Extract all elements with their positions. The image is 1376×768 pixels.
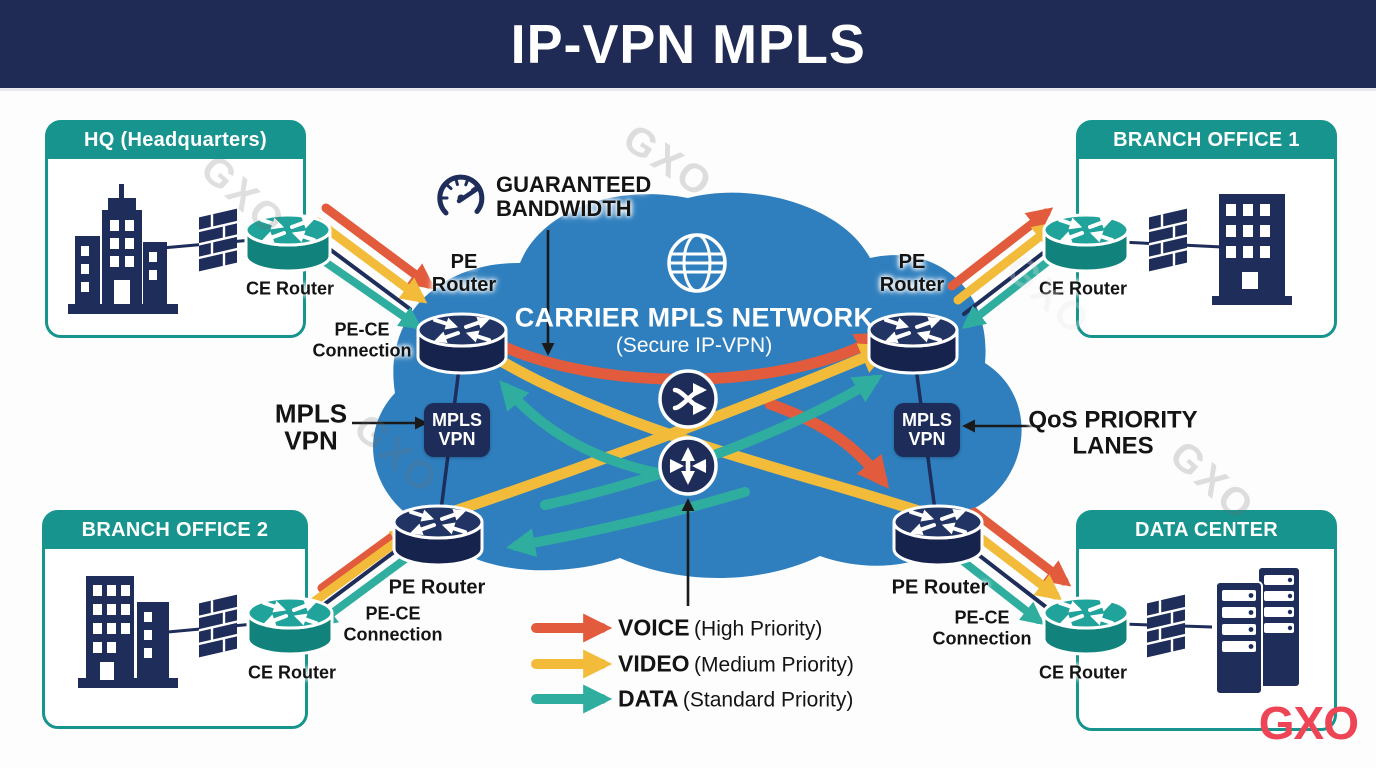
pe-router-bottom-left-icon xyxy=(394,506,482,565)
site-box-branch1: BRANCH OFFICE 1 xyxy=(1076,120,1337,338)
ce-router-datacenter-icon xyxy=(1044,598,1128,654)
hq-firewall-icon xyxy=(197,207,239,273)
data-ribbon-down-left xyxy=(506,487,750,557)
site-box-datacenter-header: DATA CENTER xyxy=(1078,512,1335,549)
site-box-branch2-title: BRANCH OFFICE 2 xyxy=(81,519,269,541)
pe-router-top-right-icon xyxy=(869,314,957,373)
site-box-hq-title: HQ (Headquarters) xyxy=(84,129,267,151)
pe-router-bottom-right-icon xyxy=(894,506,982,565)
site-box-datacenter-title: DATA CENTER xyxy=(1135,519,1278,541)
callout-arrows xyxy=(352,230,1040,606)
video-ribbon-bl-tr xyxy=(446,343,893,518)
ce-router-branch2-icon xyxy=(248,598,332,654)
branch2-firewall-icon xyxy=(197,593,239,659)
legend-arrows xyxy=(531,613,613,714)
data-ribbon-up-right xyxy=(540,374,883,510)
hq-building-icon xyxy=(68,184,178,314)
datacenter-firewall-icon xyxy=(1145,593,1187,659)
site-box-branch1-title: BRANCH OFFICE 1 xyxy=(1113,129,1300,151)
branch1-building-icon xyxy=(1212,194,1292,305)
branch2-building-icon xyxy=(78,576,178,688)
ce-router-branch1-icon xyxy=(1044,215,1128,271)
site-box-hq-header: HQ (Headquarters) xyxy=(47,122,304,159)
gxo-logo: GXO xyxy=(1258,697,1359,749)
datacenter-servers-icon xyxy=(1215,566,1301,695)
pe-router-top-left-icon xyxy=(418,314,506,373)
speedometer-icon xyxy=(440,177,482,213)
page-title: IP-VPN MPLS xyxy=(510,13,866,75)
traffic-merge-icon xyxy=(658,436,718,496)
site-box-branch2-header: BRANCH OFFICE 2 xyxy=(44,512,306,549)
site-box-branch1-header: BRANCH OFFICE 1 xyxy=(1078,122,1335,159)
voice-ribbon-right xyxy=(764,398,889,489)
branch1-firewall-icon xyxy=(1147,207,1189,273)
label-switching-icon xyxy=(658,369,718,429)
title-bar: IP-VPN MPLS xyxy=(0,0,1376,91)
globe-icon xyxy=(667,233,727,293)
